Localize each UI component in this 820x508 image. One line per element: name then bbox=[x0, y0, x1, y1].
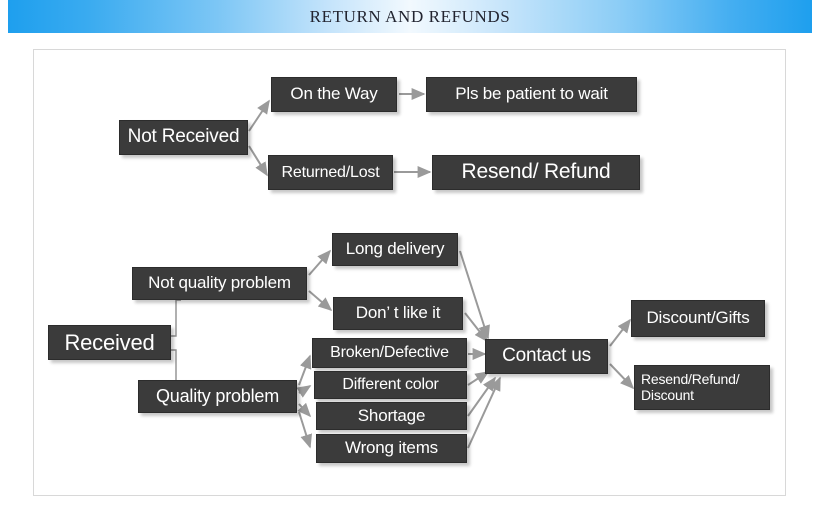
node-wrong-items[interactable]: Wrong items bbox=[316, 434, 467, 463]
node-returned-lost[interactable]: Returned/Lost bbox=[268, 155, 393, 190]
node-discount-gifts[interactable]: Discount/Gifts bbox=[631, 300, 765, 337]
node-resend-refund[interactable]: Resend/ Refund bbox=[432, 155, 640, 190]
node-on-the-way[interactable]: On the Way bbox=[271, 77, 397, 112]
node-pls-be-patient-to-wait[interactable]: Pls be patient to wait bbox=[426, 77, 637, 112]
node-broken-defective[interactable]: Broken/Defective bbox=[312, 338, 467, 368]
page-title: RETURN AND REFUNDS bbox=[309, 7, 511, 26]
node-long-delivery[interactable]: Long delivery bbox=[332, 233, 458, 266]
header-banner: RETURN AND REFUNDS bbox=[8, 0, 812, 33]
node-contact-us[interactable]: Contact us bbox=[485, 339, 608, 374]
node-quality-problem[interactable]: Quality problem bbox=[138, 380, 297, 413]
node-shortage[interactable]: Shortage bbox=[316, 402, 467, 430]
node-resend-refund-discount[interactable]: Resend/Refund/ Discount bbox=[634, 365, 770, 410]
node-received[interactable]: Received bbox=[48, 325, 171, 360]
node-dont-like-it[interactable]: Don’ t like it bbox=[333, 297, 463, 330]
node-not-received[interactable]: Not Received bbox=[119, 120, 248, 155]
node-different-color[interactable]: Different color bbox=[314, 371, 467, 399]
node-not-quality-problem[interactable]: Not quality problem bbox=[132, 267, 307, 300]
